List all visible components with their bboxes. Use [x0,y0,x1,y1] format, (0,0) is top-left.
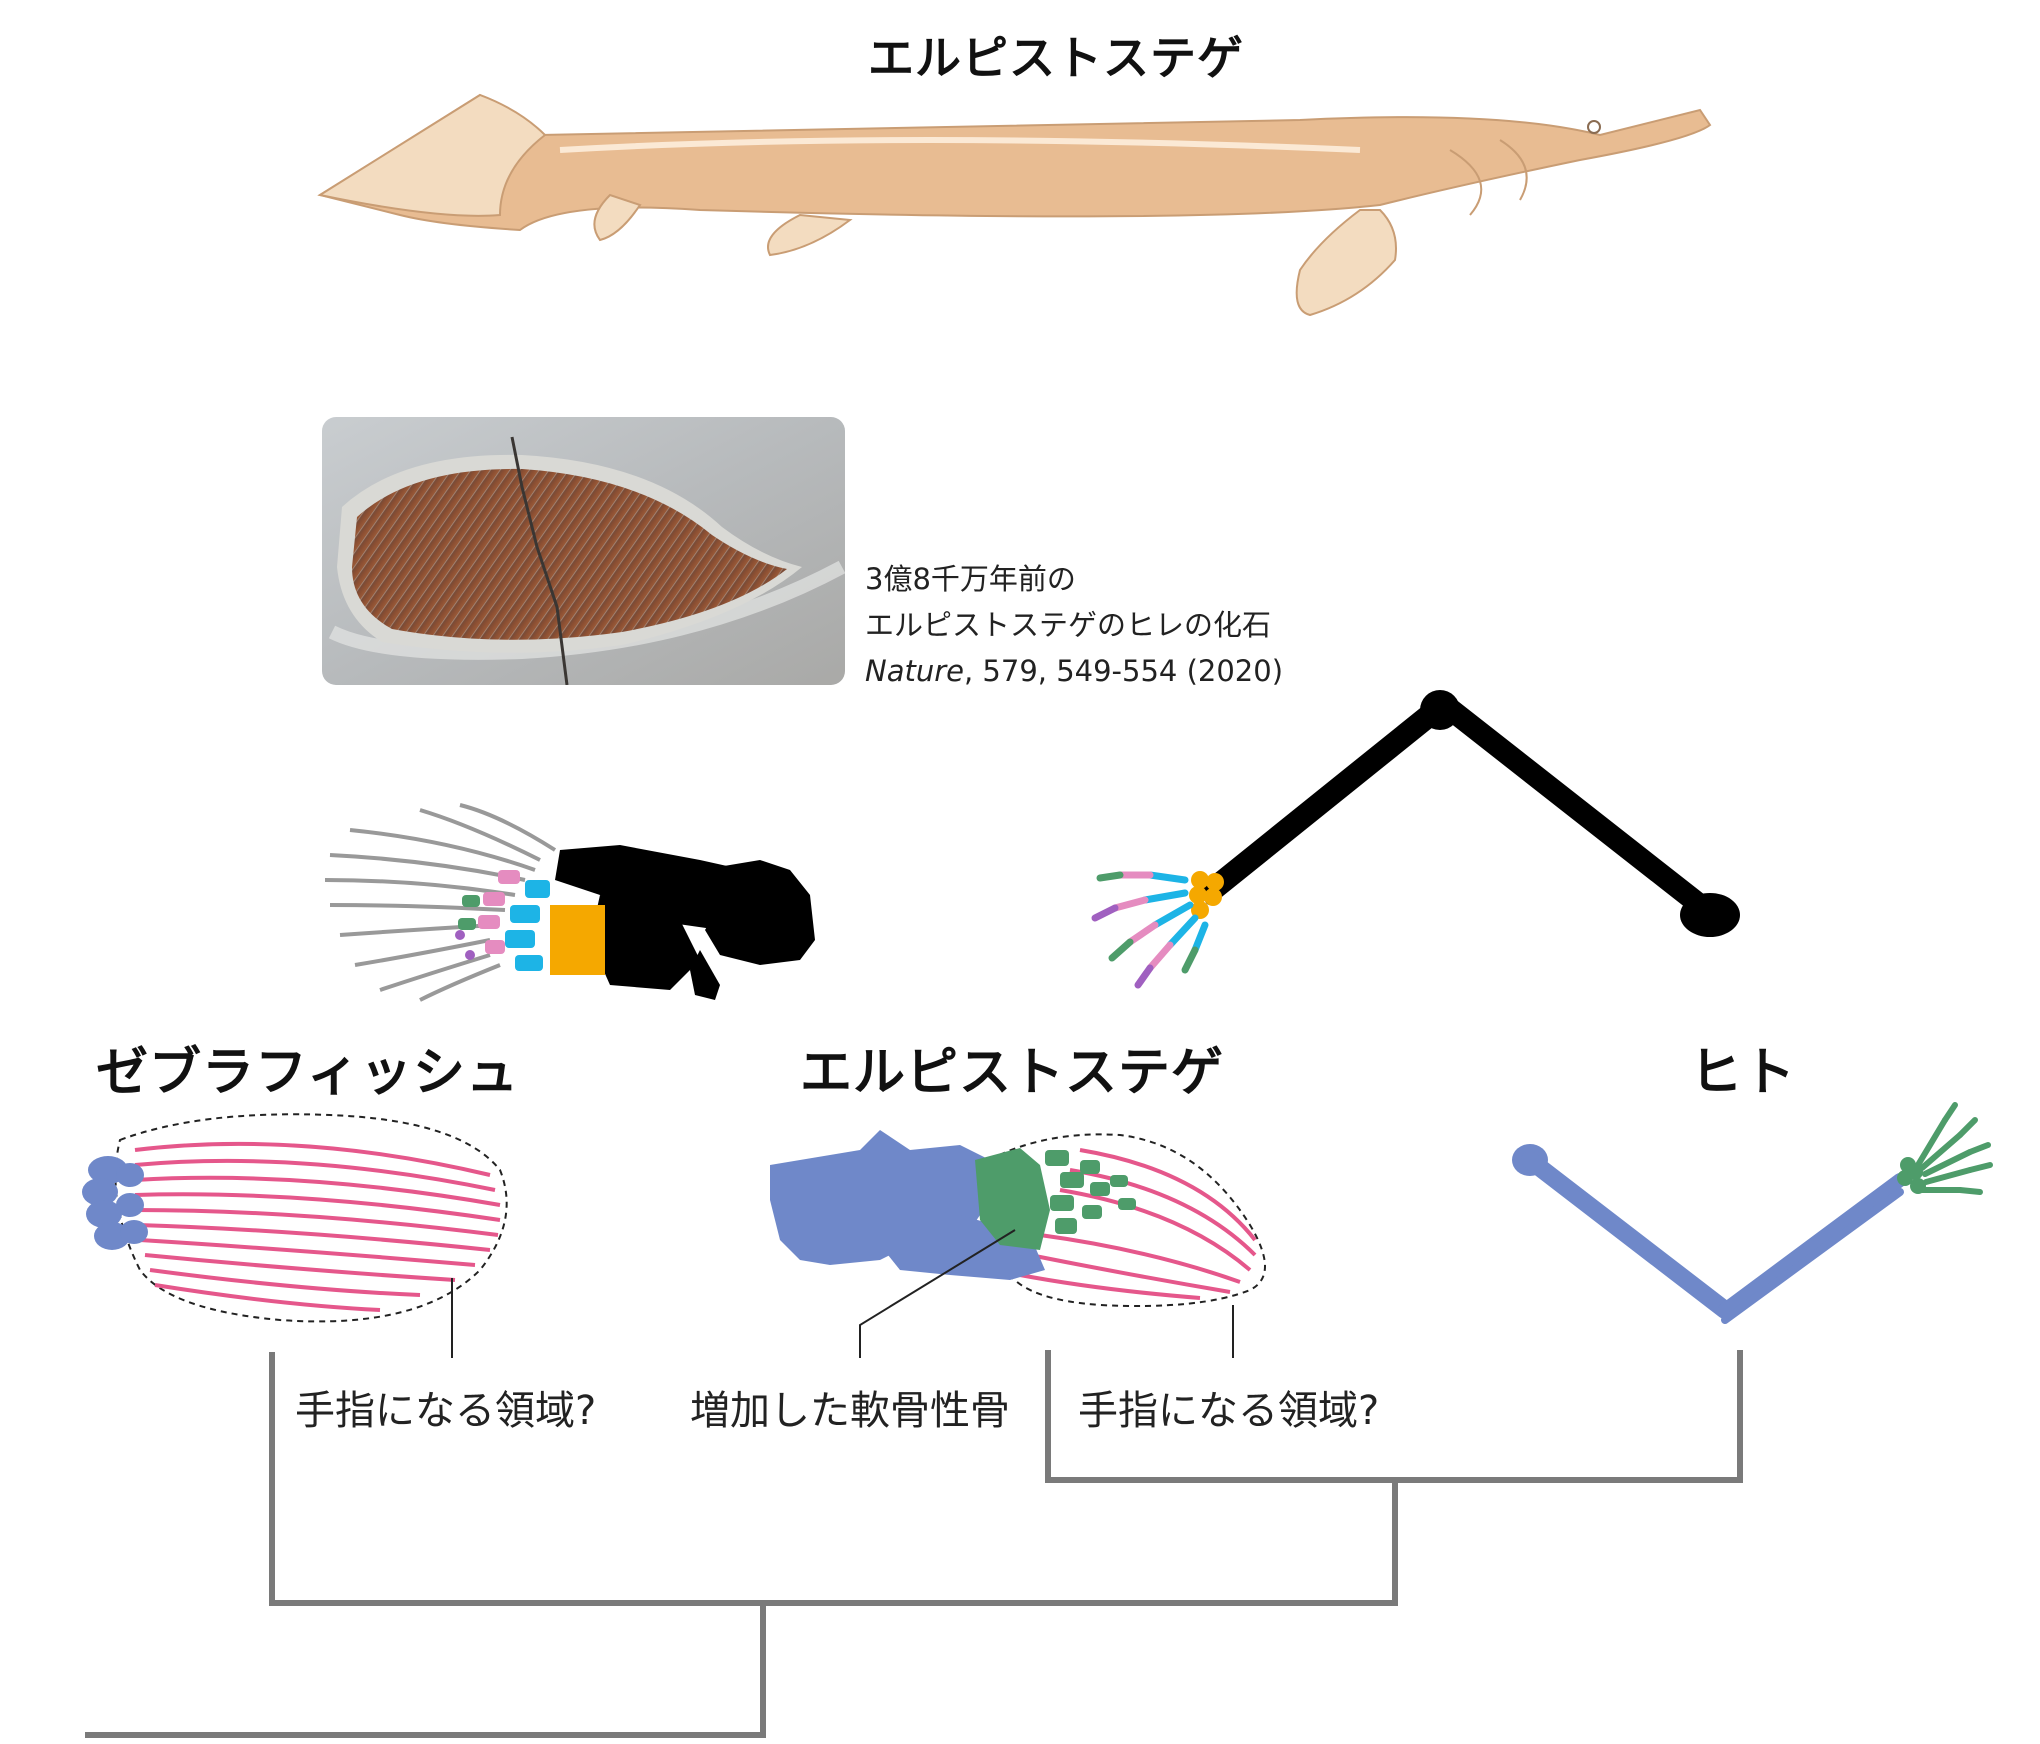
label-added-cartilage-bone: 増加した軟骨性骨 [690,1388,1010,1434]
journal-name: Nature [865,654,964,688]
elpistostege-illustration [317,93,1712,317]
human-arm-colored [1512,1102,1993,1324]
taxon-zebrafish: ゼブラフィッシュ [96,1043,519,1103]
fossil-caption-line1: 3億8千万年前の [865,562,1076,596]
fossil-citation: Nature, 579, 549-554 (2020) [865,648,1283,694]
phylogenetic-tree [85,1350,1743,1738]
citation-details: , 579, 549-554 (2020) [963,654,1284,688]
elpistostege-fin-colored [770,1130,1266,1358]
top-title: エルピストステゲ [868,31,1244,85]
label-digit-region-elpistostege: 手指になる領域? [1078,1388,1380,1434]
fossil-caption: 3億8千万年前の エルピストステゲのヒレの化石 Nature, 579, 549… [865,556,1283,694]
zebrafish-fin [82,1113,508,1358]
fossil-caption-line2: エルピストステゲのヒレの化石 [865,608,1272,642]
fossil-photo [322,417,845,685]
taxon-elpistostege: エルピストステゲ [800,1043,1225,1103]
human-arm-skeleton-black [1091,690,1740,989]
elpistostege-fin-skeleton [324,803,815,1002]
taxon-human: ヒト [1690,1043,1797,1103]
label-digit-region-zebrafish: 手指になる領域? [295,1388,597,1434]
